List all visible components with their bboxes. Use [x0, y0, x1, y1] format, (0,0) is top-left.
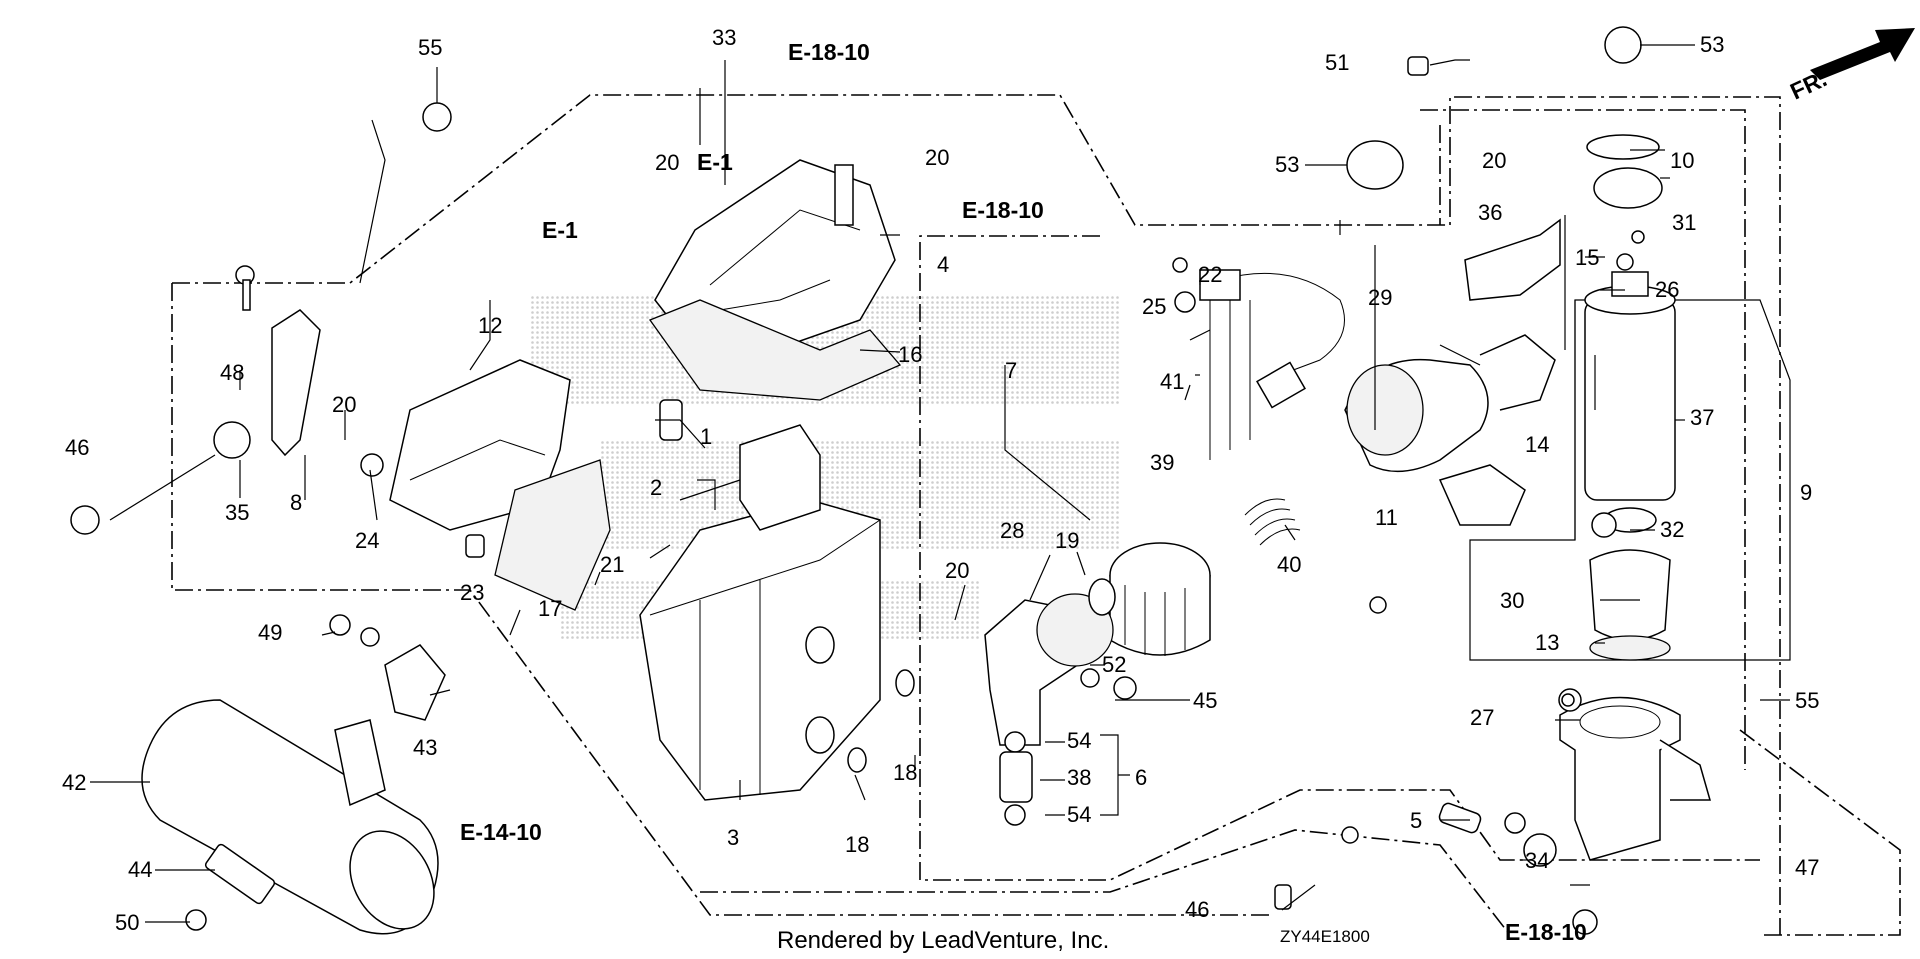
part-label-54a: 54 — [1067, 728, 1091, 753]
part-label-12: 12 — [478, 313, 502, 338]
part-label-7: 7 — [1005, 358, 1017, 383]
float-chamber-2 — [739, 424, 821, 531]
part-label-8: 8 — [290, 490, 302, 515]
part-label-52: 52 — [1102, 652, 1126, 677]
ref-e1-a: E-1 — [697, 149, 733, 175]
part-label-31: 31 — [1672, 210, 1696, 235]
part-label-26: 26 — [1655, 277, 1679, 302]
part-label-15: 15 — [1575, 245, 1599, 270]
ref-e18-10-right: E-18-10 — [962, 197, 1044, 223]
part-label-21: 21 — [600, 552, 624, 577]
part-label-23: 23 — [460, 580, 484, 605]
bracket-8 — [271, 309, 321, 457]
fuel-pipe-29 — [1344, 334, 1556, 473]
part-label-22: 22 — [1198, 262, 1222, 287]
fuel-filter-39 — [1109, 542, 1211, 656]
part-label-20d: 20 — [945, 558, 969, 583]
part-label-3: 3 — [727, 825, 739, 850]
gasket-17 — [494, 459, 611, 611]
part-label-37: 37 — [1690, 405, 1714, 430]
part-label-55b: 55 — [1795, 688, 1819, 713]
part-label-33: 33 — [712, 25, 736, 50]
pump-cup-30 — [1589, 549, 1671, 661]
part-label-36: 36 — [1478, 200, 1502, 225]
part-label-34: 34 — [1525, 848, 1549, 873]
part-label-20e: 20 — [1482, 148, 1506, 173]
part-label-48: 48 — [220, 360, 244, 385]
credit-text: Rendered by LeadVenture, Inc. — [777, 927, 1109, 954]
part-label-13: 13 — [1535, 630, 1559, 655]
part-label-24: 24 — [355, 528, 379, 553]
clamp-36 — [1464, 218, 1561, 301]
fuel-pump-assy — [1584, 271, 1676, 533]
cover-27 — [1559, 696, 1711, 861]
fuel-strainer-42 — [141, 699, 439, 935]
part-label-55a: 55 — [418, 35, 442, 60]
part-label-20c: 20 — [332, 392, 356, 417]
ref-e1-b: E-1 — [542, 217, 578, 243]
part-label-25: 25 — [1142, 294, 1166, 319]
small-parts — [70, 26, 1663, 935]
part-label-39: 39 — [1150, 450, 1174, 475]
part-label-47: 47 — [1795, 855, 1819, 880]
wire-harness-41 — [1199, 269, 1345, 460]
part-label-28: 28 — [1000, 518, 1024, 543]
part-label-5: 5 — [1410, 808, 1422, 833]
part-label-30: 30 — [1500, 588, 1524, 613]
diagram-code: ZY44E1800 — [1280, 927, 1370, 946]
part-label-17: 17 — [538, 596, 562, 621]
part-label-46b: 46 — [1185, 897, 1209, 922]
part-label-29: 29 — [1368, 285, 1392, 310]
part-label-9: 9 — [1800, 480, 1812, 505]
assembly-outlines — [171, 94, 1901, 936]
part-label-18b: 18 — [845, 832, 869, 857]
part-label-14: 14 — [1525, 432, 1549, 457]
part-label-35: 35 — [225, 500, 249, 525]
part-label-41: 41 — [1160, 369, 1184, 394]
front-direction-arrow — [1810, 28, 1915, 80]
part-labels: 55 33 20 20 4 16 1 2 21 12 20 48 46 35 8… — [62, 25, 1819, 935]
part-label-20a: 20 — [655, 150, 679, 175]
reference-callouts: E-18-10 E-1 E-18-10 E-1 E-14-10 E-18-10 … — [460, 39, 1831, 945]
part-label-54b: 54 — [1067, 802, 1091, 827]
part-label-44: 44 — [128, 857, 152, 882]
part-label-6: 6 — [1135, 765, 1147, 790]
part-label-20b: 20 — [925, 145, 949, 170]
part-label-42: 42 — [62, 770, 86, 795]
part-label-50: 50 — [115, 910, 139, 935]
spring-40 — [1244, 498, 1301, 546]
part-label-27: 27 — [1470, 705, 1494, 730]
part-label-2: 2 — [650, 475, 662, 500]
gasket-16 — [648, 299, 902, 401]
part-label-46a: 46 — [65, 435, 89, 460]
ref-e14-10: E-14-10 — [460, 819, 542, 845]
ref-e18-10-bottom: E-18-10 — [1505, 919, 1587, 945]
bracket-11 — [1438, 464, 1526, 526]
part-label-11: 11 — [1375, 505, 1398, 530]
part-label-40: 40 — [1277, 552, 1301, 577]
part-label-1: 1 — [700, 424, 712, 449]
bracket-43 — [384, 644, 446, 721]
part-label-10: 10 — [1670, 148, 1694, 173]
part-label-16: 16 — [898, 342, 922, 367]
part-label-49: 49 — [258, 620, 282, 645]
part-label-4: 4 — [937, 252, 949, 277]
leader-lines — [90, 44, 1790, 923]
part-label-45: 45 — [1193, 688, 1217, 713]
part-label-43: 43 — [413, 735, 437, 760]
part-label-51: 51 — [1325, 50, 1349, 75]
part-label-53a: 53 — [1275, 152, 1299, 177]
part-label-19: 19 — [1055, 528, 1079, 553]
ref-e18-10-top: E-18-10 — [788, 39, 870, 65]
vapor-separator-base — [639, 499, 881, 801]
part-label-38: 38 — [1067, 765, 1091, 790]
part-label-53b: 53 — [1700, 32, 1724, 57]
part-label-32: 32 — [1660, 517, 1684, 542]
part-label-18a: 18 — [893, 760, 917, 785]
